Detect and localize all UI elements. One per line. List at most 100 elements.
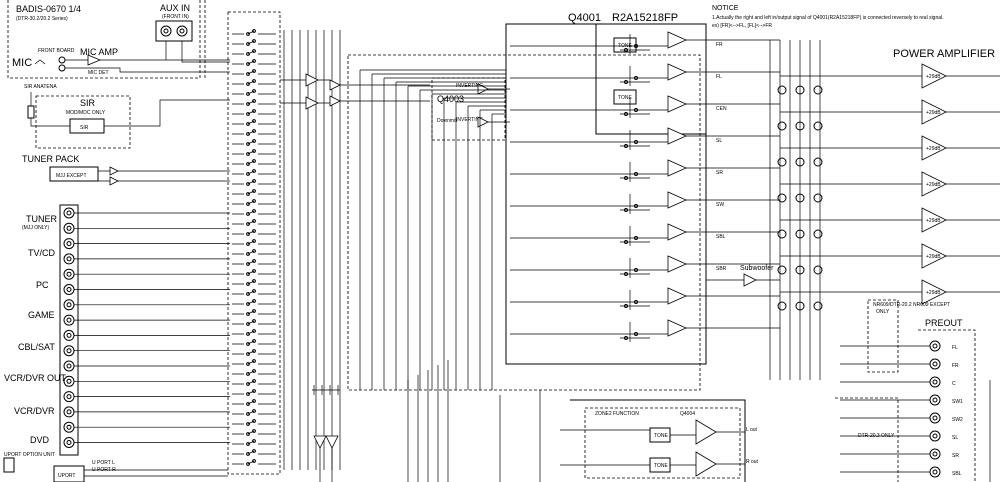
channel-wire (510, 130, 780, 150)
switch-lever (247, 200, 255, 205)
switch-contact-icon (252, 449, 256, 453)
switch-contact-icon (246, 302, 250, 306)
transistor-icon (813, 157, 823, 167)
aux-in-block: AUX IN (FRONT IN) (155, 0, 230, 78)
switch-lever (247, 100, 255, 105)
switch-contact-icon (246, 72, 250, 76)
preout-only: ONLY (876, 309, 890, 315)
channel-wire (510, 34, 780, 54)
rca-jack-icon (63, 253, 75, 265)
input-sub-tuner: (MJJ ONLY) (22, 225, 49, 231)
rca-jack-icon (63, 284, 75, 295)
switch-contact-icon (252, 69, 256, 73)
switch-contact-icon (634, 44, 638, 48)
subwoofer-block: Subwoofer (706, 265, 780, 287)
switch-lever (247, 290, 255, 295)
switch-contact-icon (252, 179, 256, 183)
switch-contact-icon (624, 48, 628, 52)
switch-contact-icon (252, 239, 256, 243)
rca-jack-icon (63, 360, 75, 372)
aux-in-subtitle: (FRONT IN) (162, 14, 189, 20)
preout-jack-icon (929, 394, 941, 406)
channel-opamp (667, 127, 687, 145)
tone-blocks: TONE TONE (613, 37, 637, 105)
switch-contact-icon (246, 432, 250, 436)
channel-opamp (667, 95, 687, 113)
switch-contact-icon (246, 352, 250, 356)
switch-lever (247, 120, 255, 125)
switch-contact-icon (252, 209, 256, 213)
power-amp-gain: +29dB (926, 254, 941, 260)
switch-lever (247, 190, 255, 195)
switch-contact-icon (634, 204, 638, 208)
channel-wire (510, 98, 780, 118)
rca-jack-pin-icon (66, 409, 72, 415)
channel-opamp (667, 255, 687, 273)
switch-contact-icon (246, 212, 250, 216)
transistor-icon (813, 301, 823, 311)
preout-jack-pin-icon (932, 433, 938, 439)
channel-wire (510, 322, 780, 342)
switch-contact-icon (252, 269, 256, 273)
channel-label: CEN (716, 106, 727, 112)
switch-lever (247, 50, 255, 55)
switch-lever (247, 300, 255, 305)
switch-contact-icon (246, 112, 250, 116)
q4003-inverting-2: INVERTING (456, 117, 483, 123)
board-series: (DTR-30.2/20.2 Series) (16, 16, 68, 22)
jack-column-frame (59, 204, 79, 456)
rca-jack-pin-icon (66, 317, 72, 323)
mic-block: MIC FRONT BOARD MIC AMP MIC DET (12, 47, 230, 76)
switch-contact-icon (252, 389, 256, 393)
preout-block: NR609/DTR-20.2 NR609 EXCEPT ONLY PREOUT … (835, 299, 991, 482)
rca-jack-icon (63, 406, 75, 418)
switch-lever (247, 180, 255, 185)
switch-contact-icon (246, 442, 250, 446)
switch-lever (247, 230, 255, 235)
input-jack-column (59, 204, 230, 456)
switch-lever (247, 420, 255, 425)
switch-contact-icon (252, 309, 256, 313)
uport-box-label: UPORT (58, 473, 75, 479)
power-amp-title: POWER AMPLIFIER (893, 48, 995, 60)
switch-contact-icon (246, 162, 250, 166)
preout-jack-icon (929, 430, 941, 442)
switch-contact-icon (246, 92, 250, 96)
rca-jack-icon (63, 421, 75, 433)
switch-contact-icon (246, 222, 250, 226)
rca-jack-icon (63, 222, 75, 234)
switch-lever (247, 260, 255, 265)
switch-contact-icon (624, 144, 628, 148)
rca-jack-pin-icon (66, 271, 72, 277)
power-amp-gain: +29dB (926, 74, 941, 80)
bottom-buffer-amps (312, 385, 340, 482)
switch-contact-icon (252, 219, 256, 223)
switch-contact-icon (634, 236, 638, 240)
switch-contact-icon (252, 349, 256, 353)
preout-jack-icon (929, 448, 941, 460)
switch-contact-icon (246, 372, 250, 376)
switch-contact-icon (246, 42, 250, 46)
switch-lever (247, 80, 255, 85)
channel-wire (510, 290, 780, 310)
preout-jack-label: SR (952, 453, 959, 459)
switch-contact-icon (252, 409, 256, 413)
preout-jack-icon (929, 376, 941, 388)
input-label-cblsat: CBL/SAT (18, 342, 55, 352)
channel-opamp (667, 191, 687, 209)
channel-label: FL (716, 74, 722, 80)
channel-label: SBR (716, 266, 727, 272)
q4001-block: Q4001 R2A15218FP (505, 12, 707, 365)
channel-opamp (667, 223, 687, 241)
switch-lever (247, 220, 255, 225)
switch-contact-icon (624, 336, 628, 340)
transistor-icon (813, 121, 823, 131)
preout-jack-pin-icon (932, 397, 938, 403)
tuner-pack-box-label: MJJ EXCEPT (56, 173, 87, 179)
preout-jack-icon (929, 466, 941, 478)
input-label-dvd: DVD (30, 435, 50, 445)
input-label-pc: PC (36, 280, 49, 290)
power-amplifier-block: POWER AMPLIFIER (893, 48, 995, 60)
rca-jack-pin-icon (66, 210, 72, 216)
notice-block: NOTICE 1.Actually the right and left in/… (712, 5, 944, 29)
